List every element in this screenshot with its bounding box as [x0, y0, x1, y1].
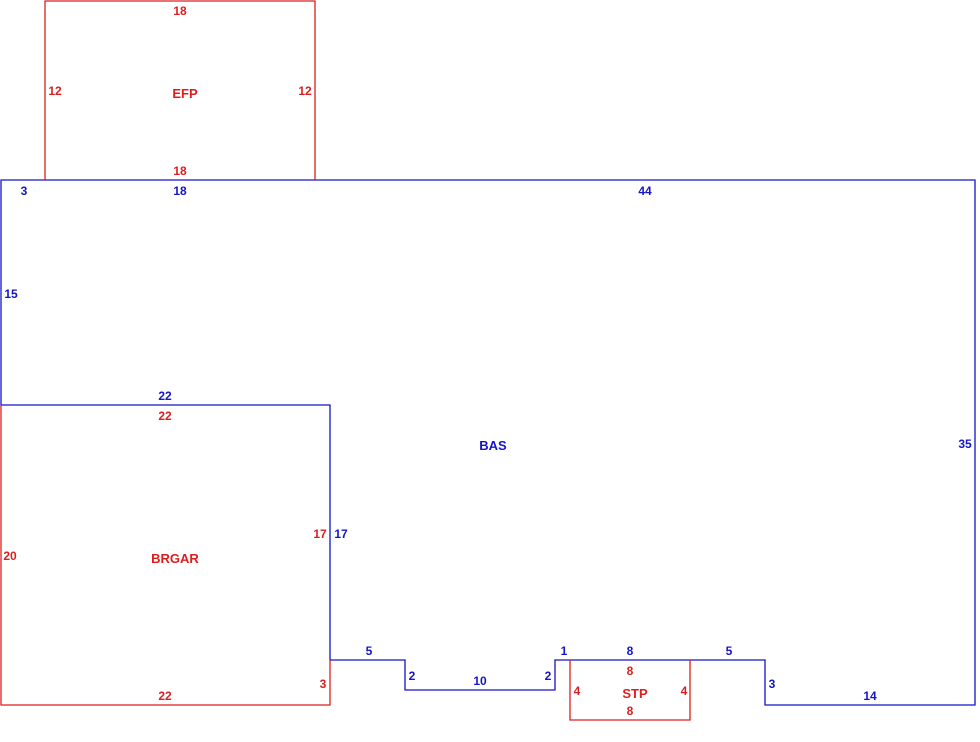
brgar-right-dimension: 17 — [313, 527, 327, 541]
stp-outline — [569, 660, 691, 721]
bas-area-name: BAS — [479, 438, 507, 453]
bas-step-dimension: 22 — [158, 389, 172, 403]
efp-area-name: EFP — [172, 86, 198, 101]
bas-bottom-dimension-2: 2 — [409, 669, 416, 683]
efp-left-dimension: 12 — [48, 84, 62, 98]
bas-bottom-dimension-4: 2 — [545, 669, 552, 683]
brgar-top-dimension: 22 — [158, 409, 172, 423]
efp-top-dimension: 18 — [173, 4, 187, 18]
stp-right-dimension: 4 — [681, 684, 688, 698]
bas-bottom-dimension-3: 10 — [473, 674, 487, 688]
bas-bottom-dimension-9: 14 — [863, 689, 877, 703]
efp-bottom-dimension: 18 — [173, 164, 187, 178]
bas-bottom-dimension-8: 3 — [769, 677, 776, 691]
stp-left-dimension: 4 — [574, 684, 581, 698]
brgar-outline — [0, 405, 331, 706]
bas-bottom-dimension-7: 5 — [726, 644, 733, 658]
efp-right-dimension: 12 — [298, 84, 312, 98]
efp-outline — [44, 0, 316, 180]
bas-inner-wall-dimension: 17 — [334, 527, 348, 541]
bas-top-mid-dimension: 18 — [173, 184, 187, 198]
brgar-corner-dimension: 3 — [320, 677, 327, 691]
bas-bottom-dimension-5: 1 — [561, 644, 568, 658]
bas-top-left-dimension: 3 — [21, 184, 28, 198]
bas-bottom-dimension-6: 8 — [627, 644, 634, 658]
bas-left-dimension: 15 — [4, 287, 18, 301]
brgar-bottom-dimension: 22 — [158, 689, 172, 703]
brgar-left-dimension: 20 — [3, 549, 17, 563]
stp-bottom-dimension: 8 — [627, 704, 634, 718]
stp-top-dimension: 8 — [627, 664, 634, 678]
bas-top-right-dimension: 44 — [638, 184, 652, 198]
brgar-area-name: BRGAR — [151, 551, 199, 566]
bas-bottom-dimension-1: 5 — [366, 644, 373, 658]
stp-area-name: STP — [622, 686, 648, 701]
bas-right-dimension: 35 — [958, 437, 972, 451]
bas-outline — [0, 179, 976, 706]
